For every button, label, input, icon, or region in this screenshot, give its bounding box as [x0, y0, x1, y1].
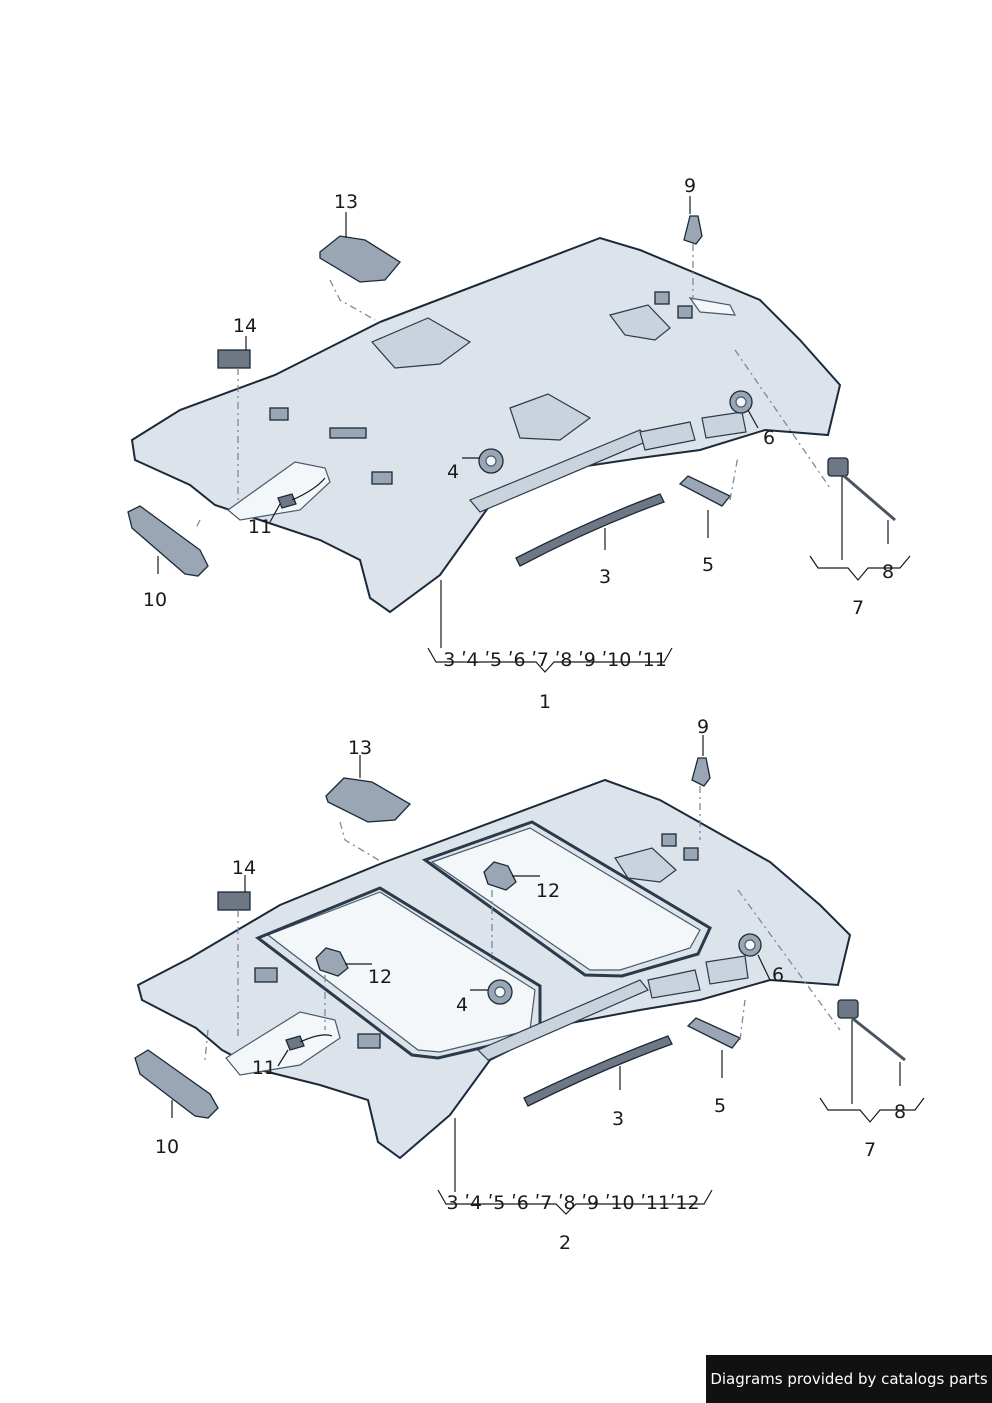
pad-bottom-2	[357, 1033, 381, 1049]
trim-strip-3-top	[515, 493, 665, 567]
rear-console-bottom	[647, 969, 701, 999]
callout-4-bottom: 4	[456, 994, 468, 1016]
pad-14-bottom	[217, 891, 251, 911]
callout-13-bottom: 13	[348, 737, 372, 759]
clip-9-bottom	[691, 757, 711, 787]
callout-8-bottom: 8	[894, 1101, 906, 1123]
callout-5-bottom: 5	[714, 1095, 726, 1117]
callout-3-bottom: 3	[612, 1108, 624, 1130]
trim-strip-3-bottom	[523, 1035, 673, 1107]
front-cutout-bottom	[225, 1011, 341, 1076]
callout-14-top: 14	[233, 315, 257, 337]
connector-11-top	[277, 493, 297, 509]
headliner-diagram-top: 13 14 9 4 6 11 10 3 5 8 7 3 ʹ4 ʹ5 ʹ6 ʹ7 …	[127, 175, 911, 713]
callout-6-bottom: 6	[772, 964, 784, 986]
callout-10-bottom: 10	[155, 1136, 179, 1158]
connector-11-bottom	[285, 1035, 305, 1051]
front-console-13-bottom	[325, 777, 412, 823]
sunroof-frame-front-top	[371, 317, 472, 369]
pad-top-5	[677, 305, 693, 319]
pad-bottom-3	[661, 833, 677, 847]
pad-14-top	[217, 349, 251, 369]
rear-light-opening-top	[688, 297, 737, 316]
rear-opening-bottom	[614, 847, 677, 883]
callout-1: 1	[539, 691, 551, 713]
rear-console-top	[639, 421, 696, 451]
grab-handle-10-top	[127, 505, 209, 577]
callout-14-bottom: 14	[232, 857, 256, 879]
sunroof-frame-rear-top	[509, 393, 592, 441]
callout-12-front-bottom: 12	[368, 966, 392, 988]
callout-3-top: 3	[599, 566, 611, 588]
headliner-diagram-bottom: 13 14 9 12 12 4 6 11 10 3 5 8 7 3 ʹ4 ʹ5 …	[134, 716, 925, 1254]
antenna-7-top	[827, 457, 849, 477]
footer-credit: Diagrams provided by catalogs parts	[706, 1355, 992, 1403]
pad-top-2	[329, 427, 367, 439]
callout-9-bottom: 9	[697, 716, 709, 738]
rear-opening-top	[608, 304, 671, 341]
callout-9-top: 9	[684, 175, 696, 197]
footer-text: Diagrams provided by catalogs parts	[710, 1370, 988, 1388]
pad-bottom-4	[683, 847, 699, 861]
front-console-13-top	[319, 235, 401, 283]
callout-12-rear-bottom: 12	[536, 880, 560, 902]
callout-10-top: 10	[143, 589, 167, 611]
callout-8-top: 8	[882, 561, 894, 583]
pad-top-1	[269, 407, 289, 421]
callout-6-top: 6	[763, 427, 775, 449]
pad-top-3	[371, 471, 393, 485]
clip-12a-bottom	[315, 947, 349, 977]
bracket-list-bottom: 3 ʹ4 ʹ5 ʹ6 ʹ7 ʹ8 ʹ9 ʹ10 ʹ11ʹ12	[446, 1192, 699, 1214]
callout-13-top: 13	[334, 191, 358, 213]
grab-handle-10-bottom	[134, 1049, 219, 1119]
callout-11-bottom: 11	[252, 1057, 276, 1079]
antenna-7-bottom	[837, 999, 859, 1019]
clip-12b-bottom	[483, 861, 517, 891]
pad-bottom-1	[254, 967, 278, 983]
callout-7-top: 7	[852, 597, 864, 619]
callout-4-top: 4	[447, 461, 459, 483]
callout-7-bottom: 7	[864, 1139, 876, 1161]
pad-top-4	[654, 291, 670, 305]
rear-console-right-top	[701, 411, 747, 439]
overhead-console-cutout-top	[227, 461, 331, 521]
clip-9-top	[683, 215, 703, 245]
callout-11-top: 11	[248, 516, 272, 538]
bracket-5-top	[678, 475, 732, 507]
callout-2: 2	[559, 1232, 571, 1254]
rear-console-right-bottom	[705, 955, 749, 985]
bracket-list-top: 3 ʹ4 ʹ5 ʹ6 ʹ7 ʹ8 ʹ9 ʹ10 ʹ11	[443, 649, 667, 671]
trim-strip-bottom	[476, 979, 649, 1061]
bracket-5-bottom	[686, 1017, 742, 1049]
callout-5-top: 5	[702, 554, 714, 576]
